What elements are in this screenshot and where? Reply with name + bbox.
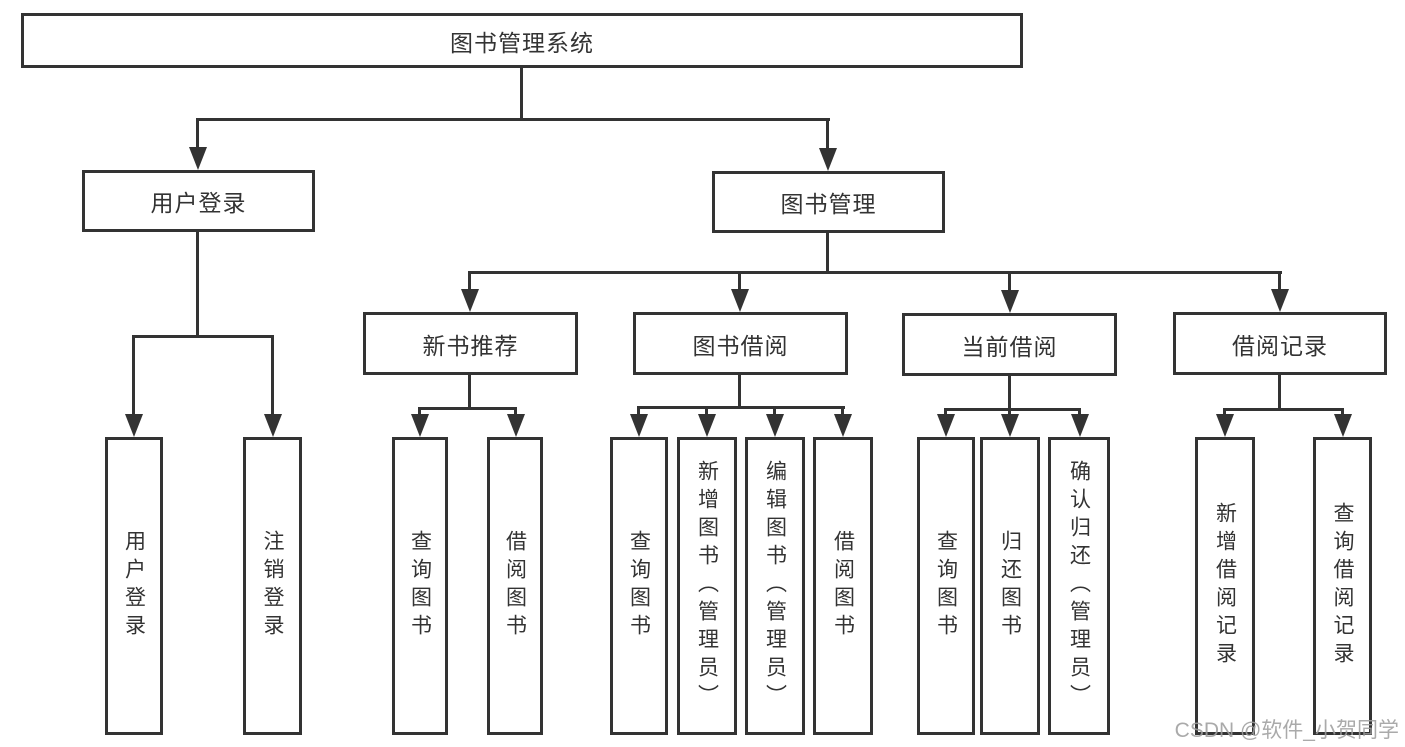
connector-stem (1278, 375, 1281, 408)
arrow-down-icon (731, 289, 749, 312)
connector-stem (468, 375, 471, 407)
node-library-management-system: 图书管理系统 (21, 13, 1023, 68)
connector-arm (271, 335, 274, 414)
connector-stem (196, 232, 199, 335)
connector-bar (469, 271, 1282, 274)
leaf-logout-login: 注销登录 (243, 437, 302, 735)
node-label: 图书管理 (780, 191, 877, 217)
node-label: 图书借阅 (692, 332, 789, 359)
arrow-down-icon (264, 414, 282, 437)
arrow-down-icon (1216, 414, 1234, 437)
leaf-label: 新增借阅记录 (1213, 502, 1237, 670)
arrow-down-icon (937, 414, 955, 437)
leaf-borrow-book-recommend: 借阅图书 (487, 437, 543, 735)
arrow-down-icon (1071, 414, 1089, 437)
leaf-label: 新增图书（管理员） (695, 460, 719, 712)
leaf-label: 查询图书 (934, 530, 958, 642)
node-label: 当前借阅 (961, 333, 1058, 360)
node-borrow-record: 借阅记录 (1173, 312, 1387, 375)
arrow-down-icon (834, 414, 852, 437)
csdn-watermark: CSDN @软件_小贺同学 (1174, 719, 1399, 742)
connector-arm (826, 118, 829, 148)
connector-root-bar (197, 118, 830, 121)
connector-arm (1078, 408, 1081, 416)
connector-arm (514, 407, 517, 416)
arrow-down-icon (1334, 414, 1352, 437)
connector-arm (196, 118, 199, 148)
arrow-down-icon (507, 414, 525, 437)
connector-arm (773, 406, 776, 416)
connector-arm (738, 271, 741, 291)
connector-arm (1008, 271, 1011, 291)
connector-arm (1278, 271, 1281, 291)
connector-arm (637, 406, 640, 416)
leaf-query-book-borrow: 查询图书 (610, 437, 668, 735)
leaf-query-book-current: 查询图书 (917, 437, 975, 735)
node-current-borrow: 当前借阅 (902, 313, 1117, 376)
connector-arm (132, 335, 135, 414)
connector-arm (1223, 408, 1226, 416)
connector-bar (419, 407, 517, 410)
node-label: 借阅记录 (1232, 332, 1328, 359)
arrow-down-icon (1271, 289, 1289, 312)
arrow-down-icon (630, 414, 648, 437)
leaf-label: 借阅图书 (831, 530, 855, 642)
leaf-label: 归还图书 (998, 530, 1022, 642)
leaf-edit-book-admin: 编辑图书（管理员） (745, 437, 805, 735)
arrow-down-icon (125, 414, 143, 437)
leaf-add-book-admin: 新增图书（管理员） (677, 437, 737, 735)
node-label: 新书推荐 (422, 332, 519, 359)
leaf-label: 用户登录 (122, 530, 146, 642)
arrow-down-icon (189, 147, 207, 170)
connector-arm (705, 406, 708, 416)
leaf-return-book: 归还图书 (980, 437, 1040, 735)
node-label: 图书管理系统 (450, 29, 594, 56)
arrow-down-icon (766, 414, 784, 437)
leaf-confirm-return-admin: 确认归还（管理员） (1048, 437, 1110, 735)
connector-stem (826, 233, 829, 271)
leaf-label: 注销登录 (261, 530, 284, 642)
connector-arm (1341, 408, 1344, 416)
connector-arm (944, 408, 947, 416)
leaf-label: 查询图书 (627, 530, 651, 642)
leaf-query-book-recommend: 查询图书 (392, 437, 448, 735)
connector-stem (1008, 376, 1011, 408)
connector-stem (738, 375, 741, 406)
connector-bar (945, 408, 1081, 411)
leaf-label: 借阅图书 (503, 530, 527, 642)
leaf-user-login: 用户登录 (105, 437, 163, 735)
leaf-label: 查询借阅记录 (1331, 502, 1354, 670)
connector-arm (468, 271, 471, 291)
arrow-down-icon (698, 414, 716, 437)
node-new-book-recommend: 新书推荐 (363, 312, 578, 375)
node-book-management: 图书管理 (712, 171, 945, 233)
connector-root-stem (520, 68, 523, 118)
arrow-down-icon (1001, 290, 1019, 313)
leaf-label: 查询图书 (408, 530, 432, 642)
node-user-login: 用户登录 (82, 170, 315, 232)
leaf-label: 确认归还（管理员） (1067, 460, 1091, 712)
arrow-down-icon (819, 148, 837, 171)
arrow-down-icon (1001, 414, 1019, 437)
leaf-add-borrow-record: 新增借阅记录 (1195, 437, 1255, 735)
connector-arm (841, 406, 844, 416)
arrow-down-icon (461, 289, 479, 312)
leaf-borrow-book: 借阅图书 (813, 437, 873, 735)
leaf-label: 编辑图书（管理员） (763, 460, 787, 712)
connector-bar (133, 335, 274, 338)
connector-bar (638, 406, 845, 409)
leaf-query-borrow-record: 查询借阅记录 (1313, 437, 1372, 735)
connector-arm (418, 407, 421, 416)
arrow-down-icon (411, 414, 429, 437)
connector-arm (1008, 408, 1011, 416)
connector-bar (1224, 408, 1344, 411)
node-label: 用户登录 (150, 190, 247, 216)
node-book-borrow: 图书借阅 (633, 312, 848, 375)
